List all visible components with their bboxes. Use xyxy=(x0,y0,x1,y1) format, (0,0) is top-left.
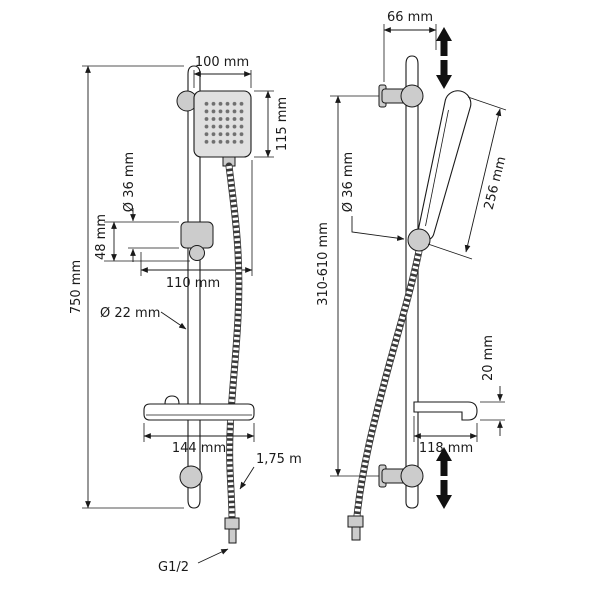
dim-holder-height-label: 48 mm xyxy=(94,214,109,260)
handshower-side xyxy=(417,90,472,241)
dim-holder-reach: 110 mm xyxy=(140,160,253,291)
dim-shelf-height: 20 mm xyxy=(480,335,505,436)
hose-core xyxy=(225,162,243,523)
leader-line xyxy=(239,466,255,490)
leader-line xyxy=(160,311,187,330)
dim-shelf-width: 144 mm xyxy=(143,423,255,456)
rail-clamp xyxy=(400,464,424,488)
dim-head-width-label: 100 mm xyxy=(195,55,249,70)
dim-wall-offset: 66 mm xyxy=(383,10,437,82)
hose-connector-front xyxy=(228,528,237,544)
dim-holder-diameter-side: Ø 36 mm xyxy=(341,152,405,241)
dim-holder-diameter-side-label: Ø 36 mm xyxy=(341,152,356,212)
dim-slide-range: 310-610 mm xyxy=(316,95,380,477)
shower-hose-front xyxy=(224,162,243,544)
slider-lock-knob xyxy=(189,245,205,261)
dim-holder-diameter-front-label: Ø 36 mm xyxy=(122,152,137,212)
soap-shelf-front xyxy=(143,395,255,421)
arrow-up-icon xyxy=(436,447,452,476)
dim-holder-diameter-front: Ø 36 mm xyxy=(104,152,179,262)
shower-hose-side xyxy=(347,247,423,541)
ext-line xyxy=(427,243,473,260)
hose-nut-front xyxy=(224,517,240,530)
dim-holder-reach-label: 110 mm xyxy=(166,276,220,291)
dim-head-width: 100 mm xyxy=(193,55,252,88)
dim-handshower-length-label: 256 mm xyxy=(482,155,510,211)
spray-nozzles xyxy=(203,100,245,146)
dim-rail-diameter: Ø 22 mm xyxy=(100,306,187,330)
dim-connection-thread: G1/2 xyxy=(158,548,229,575)
handshower-face-line xyxy=(425,109,449,227)
dim-line xyxy=(464,108,502,253)
dim-shelf-depth-label: 118 mm xyxy=(419,441,473,456)
dim-wall-offset-label: 66 mm xyxy=(387,10,433,25)
dim-holder-height: 48 mm xyxy=(94,214,190,262)
hose-connector-side xyxy=(351,526,361,541)
hose-nut-side xyxy=(347,515,364,528)
dim-shelf-height-label: 20 mm xyxy=(481,335,496,381)
ext-line xyxy=(467,96,507,111)
leader-line xyxy=(197,548,229,564)
dim-rail-length: 750 mm xyxy=(69,65,184,509)
handshower-pivot-knob xyxy=(407,228,431,252)
rail-clamp xyxy=(400,84,424,108)
dim-rail-length-label: 750 mm xyxy=(69,260,84,314)
dim-rail-diameter-label: Ø 22 mm xyxy=(100,306,160,321)
shelf-tray xyxy=(143,403,255,421)
dim-shelf-depth: 118 mm xyxy=(413,416,478,456)
bottom-wall-bracket-side xyxy=(378,464,424,488)
dim-head-height-label: 115 mm xyxy=(275,97,290,151)
shelf-clamp-dome xyxy=(164,395,180,405)
front-view: 750 mm 100 mm 115 mm xyxy=(69,55,302,575)
dim-connection-thread-label: G1/2 xyxy=(158,560,189,575)
dim-slide-range-label: 310-610 mm xyxy=(316,222,331,306)
dim-hose-length-label: 1,75 m xyxy=(256,452,302,467)
adjust-arrows-bottom xyxy=(436,447,452,509)
top-wall-bracket-side xyxy=(378,84,424,108)
soap-shelf-side xyxy=(413,401,478,421)
arrow-up-icon xyxy=(436,27,452,56)
dim-hose-length: 1,75 m xyxy=(239,452,302,490)
side-view: 66 mm 310-610 mm xyxy=(316,10,510,541)
slide-rail-front xyxy=(187,65,201,509)
bottom-holder-knob-front xyxy=(179,465,203,489)
dim-shelf-width-label: 144 mm xyxy=(172,441,226,456)
hose-ribs xyxy=(354,250,422,517)
dim-head-height: 115 mm xyxy=(254,90,290,158)
slider-holder-front xyxy=(180,221,214,249)
arrow-down-icon xyxy=(436,60,452,89)
leader-line xyxy=(351,216,405,241)
arrow-down-icon xyxy=(436,480,452,509)
adjust-arrows-top xyxy=(436,27,452,89)
